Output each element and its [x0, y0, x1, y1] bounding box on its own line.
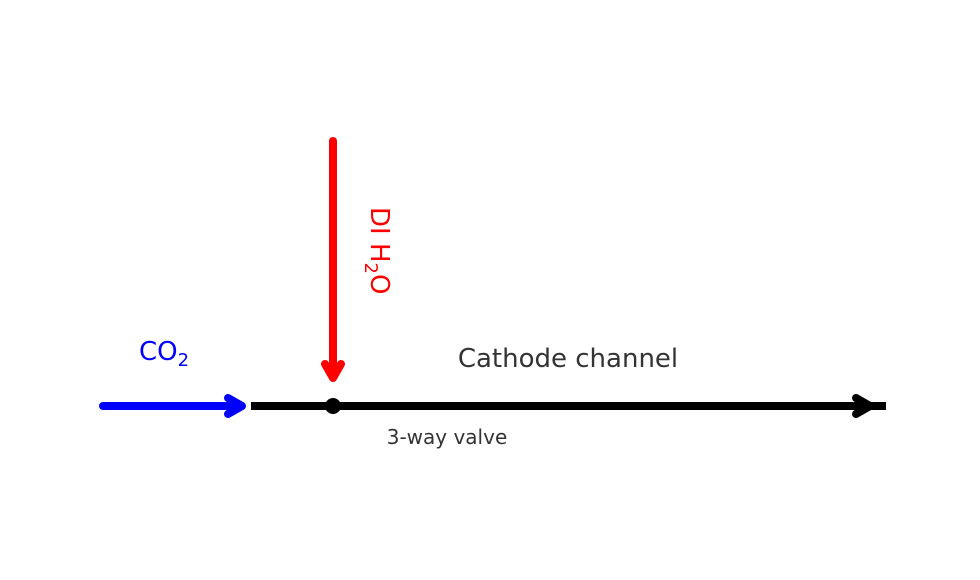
valve-junction-dot: [325, 398, 341, 414]
water-label-pre: DI H: [364, 207, 394, 263]
channel-label: Cathode channel: [458, 344, 678, 374]
co2-label: CO2: [139, 337, 189, 371]
cathode-channel-line: [251, 394, 886, 418]
water-label-subscript: 2: [360, 263, 381, 274]
water-label-post: O: [364, 274, 394, 294]
valve-label: 3-way valve: [387, 425, 508, 449]
co2-label-main: CO: [139, 337, 178, 367]
co2-label-subscript: 2: [178, 350, 189, 371]
water-inlet-arrow: [321, 137, 345, 382]
water-label: DI H2O: [360, 207, 394, 294]
co2-inlet-arrow: [99, 394, 246, 418]
